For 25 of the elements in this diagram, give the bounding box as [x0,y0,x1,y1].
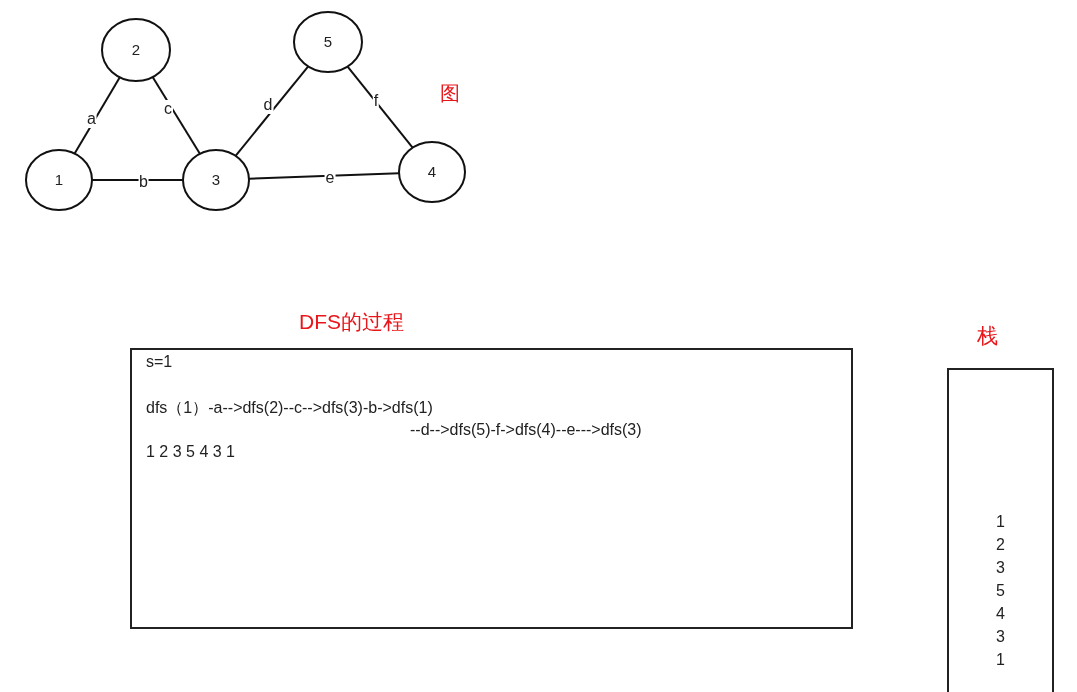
text-line: s=1 [146,352,174,372]
edge-label: d [262,96,274,114]
stack-item: 3 [996,627,1005,647]
vertex-number: 4 [427,161,437,182]
stack-item: 4 [996,604,1005,624]
stack-item: 1 [996,650,1005,670]
vertex-number: 5 [323,31,333,52]
vertex-number: 3 [211,169,221,190]
box-heading: 栈 [977,323,998,349]
figure-label: 图 [440,81,460,106]
text-line: dfs（1）-a-->dfs(2)--c-->dfs(3)-b->dfs(1) [146,398,434,418]
edge-line [346,65,414,149]
stack-item: 2 [996,535,1005,555]
vertex-number: 1 [54,169,64,190]
stack-item: 1 [996,512,1005,532]
edge-line [234,65,310,157]
text-line: --d-->dfs(5)-f->dfs(4)--e--->dfs(3) [410,420,643,440]
vertex-number: 2 [131,39,141,60]
stack-item: 3 [996,558,1005,578]
stack-item: 5 [996,581,1005,601]
text-line: 1 2 3 5 4 3 1 [146,442,236,462]
edge-line [151,76,201,155]
edge-line [73,76,121,155]
box-heading: DFS的过程 [299,309,404,335]
edge-label: f [372,92,380,110]
